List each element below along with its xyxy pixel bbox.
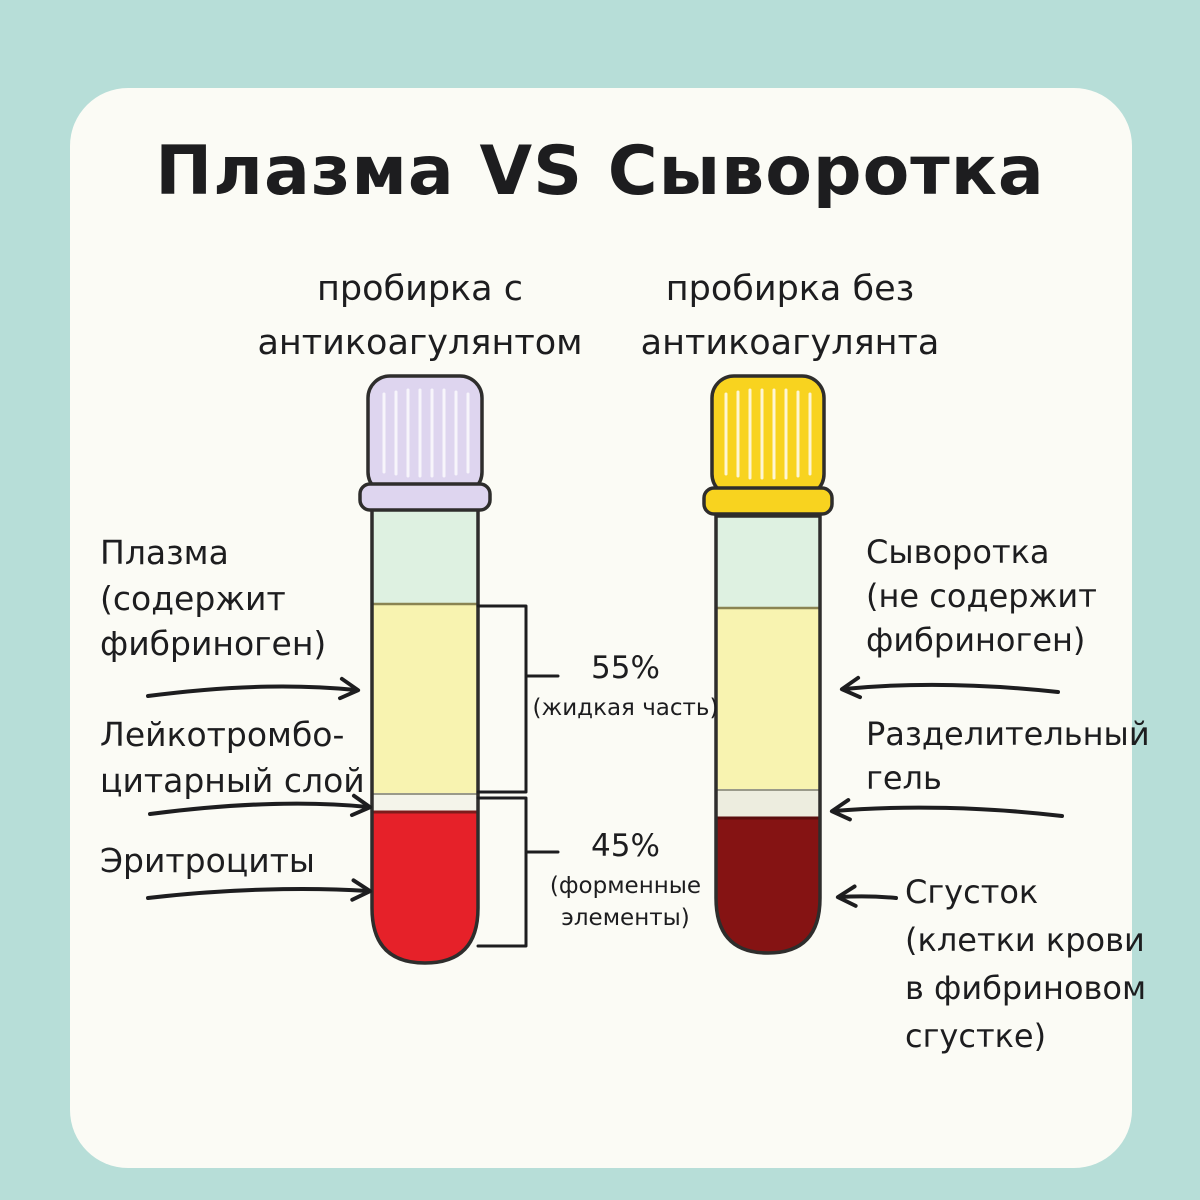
left-cap-ridges xyxy=(382,388,470,478)
right-cap-flange xyxy=(702,486,834,516)
right-tube-outline xyxy=(714,514,822,955)
left-layer-plasma xyxy=(372,604,478,794)
page-title: Плазма VS Сыворотка xyxy=(155,132,1045,211)
bracket-55-percent xyxy=(476,604,528,794)
serum-label: Сыворотка (не содержит фибриноген) xyxy=(866,530,1097,662)
left-tube-cap xyxy=(358,374,492,512)
right-tube-header-line-1: пробирка без xyxy=(665,269,915,309)
right-tube-header-line-2: антикоагулянта xyxy=(640,323,940,364)
right-tube-cap xyxy=(702,374,834,516)
left-tube-layers xyxy=(372,506,478,963)
fraction-55-percent: 55% xyxy=(591,650,660,686)
plasma-label-line-1: Плазма xyxy=(100,533,229,572)
clot-label-line-3: в фибриновом xyxy=(905,969,1147,1007)
left-tube-header-line-2: антикоагулянтом xyxy=(257,323,583,364)
serum-label-line-2: (не содержит xyxy=(866,577,1097,616)
fraction-55-note: (жидкая часть) xyxy=(532,695,719,721)
arrow-erythrocytes xyxy=(146,878,373,902)
left-tube-outline xyxy=(370,504,480,965)
right-tube-layers xyxy=(716,516,820,953)
serum-label-line-1: Сыворотка xyxy=(866,533,1050,571)
erythrocytes-label-line-1: Эритроциты xyxy=(100,841,315,880)
clot-label-line-1: Сгусток xyxy=(905,873,1039,911)
arrow-clot xyxy=(835,884,898,908)
clot-label-line-2: (клетки крови xyxy=(905,921,1145,959)
left-tube xyxy=(358,374,492,965)
right-cap-body xyxy=(710,374,826,498)
right-tube-header: пробирка без антикоагулянта xyxy=(620,262,960,371)
fraction-45-percent: 45% xyxy=(591,828,660,864)
separator-gel-label-line-2: гель xyxy=(866,759,942,798)
buffy-coat-label-line-1: Лейкотромбо- xyxy=(100,715,345,754)
card xyxy=(70,88,1132,1168)
clot-label: Сгусток (клетки крови в фибриновом сгуст… xyxy=(905,868,1146,1060)
right-layer-serum xyxy=(716,608,820,790)
plasma-label-line-3: фибриноген) xyxy=(100,624,327,664)
arrow-plasma xyxy=(146,676,361,701)
buffy-coat-label-line-2: цитарный слой xyxy=(100,760,365,800)
left-layer-erythrocytes xyxy=(372,812,478,963)
right-cap-ridges xyxy=(724,388,812,480)
plasma-label-line-2: (содержит xyxy=(100,578,286,618)
left-layer-air xyxy=(372,506,478,604)
separator-gel-label: Разделительный гель xyxy=(866,712,1150,800)
right-tube xyxy=(702,374,834,955)
clot-label-line-4: сгустке) xyxy=(905,1017,1047,1055)
right-layer-air xyxy=(716,516,820,608)
left-cap-flange xyxy=(358,482,492,512)
fraction-45-note-line-1: (форменные xyxy=(549,873,702,899)
right-layer-gel xyxy=(716,790,820,818)
fraction-45-note-line-2: элементы) xyxy=(561,904,690,931)
erythrocytes-label: Эритроциты xyxy=(100,838,315,884)
separator-gel-label-line-1: Разделительный xyxy=(866,715,1150,753)
arrow-buffy-coat xyxy=(148,793,373,818)
bracket-45-percent xyxy=(476,796,528,948)
arrow-gel xyxy=(829,798,1064,822)
left-layer-buffy-coat xyxy=(372,794,478,812)
right-layer-clot xyxy=(716,818,820,953)
fraction-45: 45% (форменные элементы) xyxy=(528,828,723,934)
buffy-coat-label: Лейкотромбо- цитарный слой xyxy=(100,712,365,803)
left-tube-header-line-1: пробирка с xyxy=(316,269,524,309)
plasma-label: Плазма (содержит фибриноген) xyxy=(100,530,326,667)
arrow-serum xyxy=(839,675,1060,700)
left-tube-header: пробирка с антикоагулянтом xyxy=(240,262,600,371)
serum-label-line-3: фибриноген) xyxy=(866,621,1086,660)
fraction-55: 55% (жидкая часть) xyxy=(528,650,723,724)
